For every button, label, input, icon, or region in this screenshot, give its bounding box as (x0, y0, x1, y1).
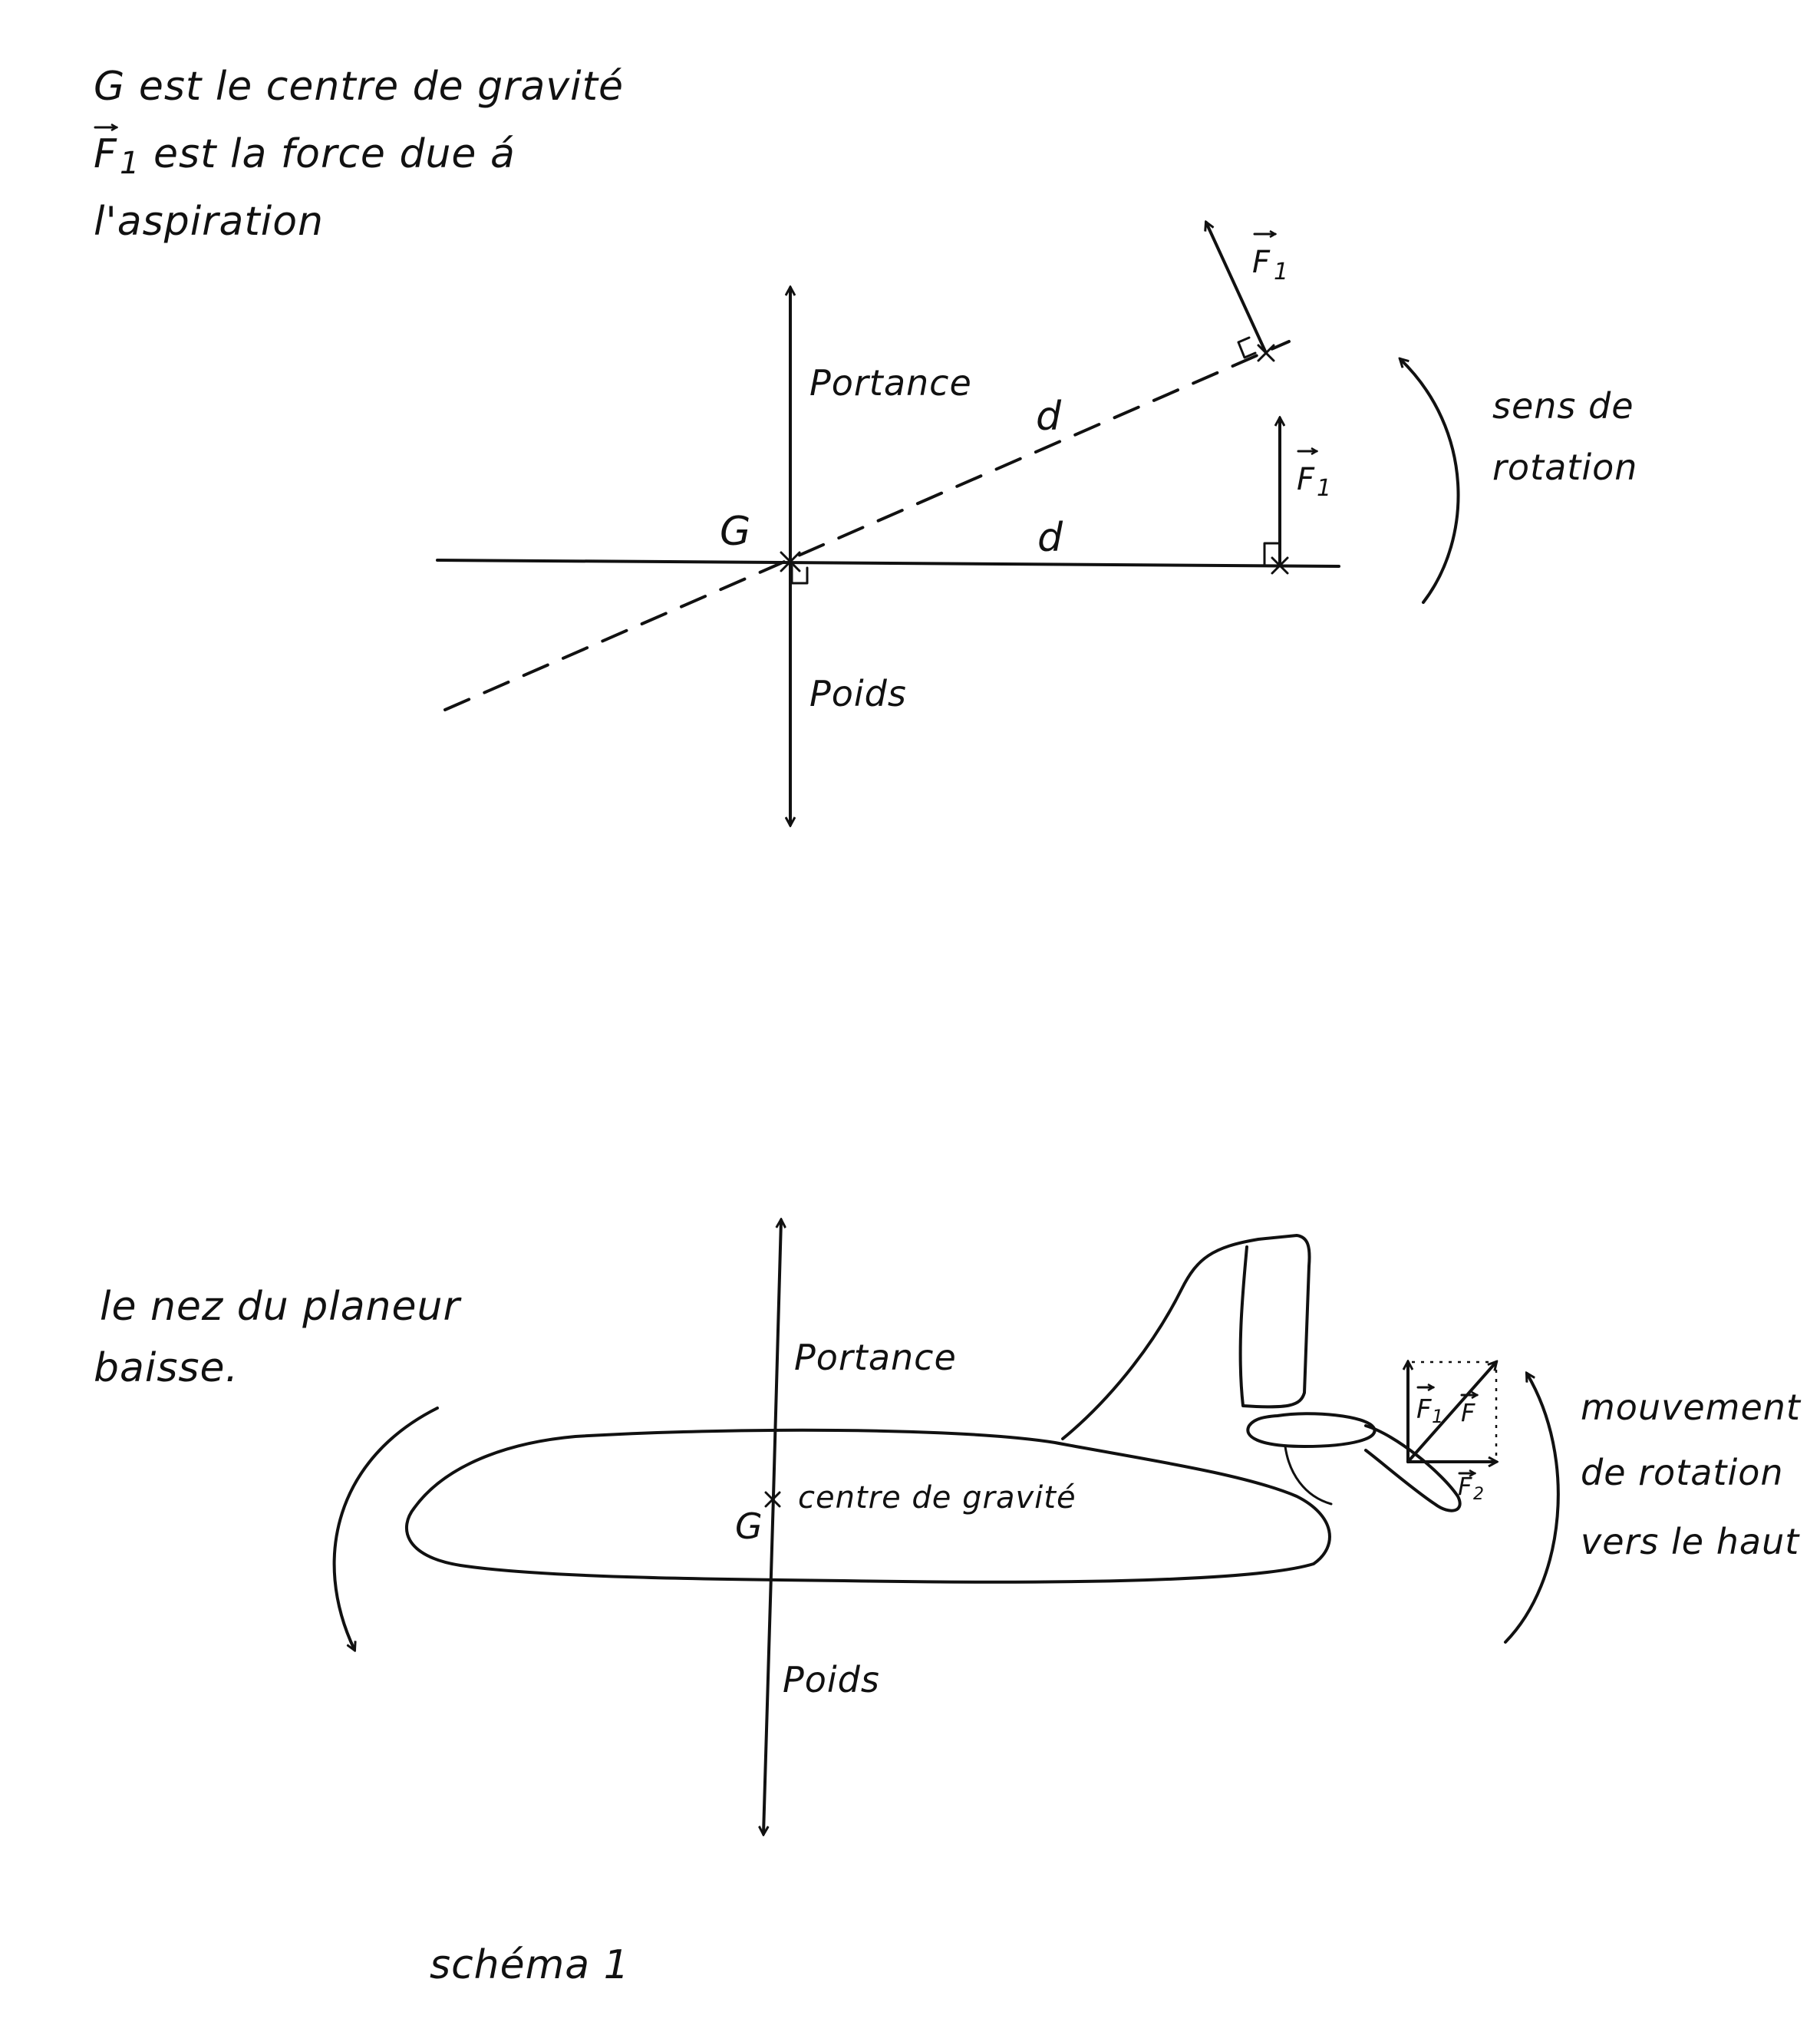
distance-label-dashed: d (1036, 394, 1062, 440)
note-f1-subscript: 1 (120, 146, 140, 181)
force-f2-subscript: 2 (1473, 1485, 1485, 1504)
force-f-label: F (1460, 1395, 1477, 1427)
weight-arrow (763, 1495, 775, 1834)
cg-label: centre de gravité (798, 1480, 1077, 1516)
point-icon (1271, 556, 1289, 575)
force-f-symbol: F (1461, 1398, 1475, 1427)
force-f1-label: F 1 (1416, 1387, 1444, 1427)
rotation-arc-icon (1400, 359, 1460, 604)
dashed-line (443, 340, 1291, 711)
lift-label: Portance (794, 1337, 957, 1378)
movement-label-2: de rotation (1581, 1452, 1784, 1493)
force-f1-tilted-arrow (1206, 223, 1268, 355)
rotation-label-2: rotation (1492, 447, 1637, 488)
force-f1-vertical-symbol: F (1297, 462, 1315, 497)
glider-tail-joint (1284, 1445, 1333, 1506)
nose-note-line-1: le nez du planeur (100, 1284, 462, 1330)
note-f1-symbol: F (94, 131, 117, 177)
force-f1-tilted-subscript: 1 (1274, 259, 1289, 285)
right-angle-icon (1263, 542, 1280, 566)
force-f2-symbol: F (1458, 1472, 1472, 1501)
right-angle-icon (790, 565, 809, 585)
force-f1-tilted-symbol: F (1252, 245, 1271, 280)
rotation-label-1: sens de (1492, 385, 1634, 427)
weight-label: Poids (809, 673, 907, 714)
distance-label-horizontal: d (1037, 515, 1063, 561)
glider-stabilizer (1246, 1412, 1377, 1448)
force-f2-label: F 2 (1458, 1472, 1485, 1504)
force-f1-symbol: F (1416, 1394, 1433, 1425)
force-f1-subscript: 1 (1432, 1406, 1444, 1427)
glider-tail-fin (1061, 1234, 1311, 1440)
g-point-icon (764, 1491, 781, 1508)
nose-down-arc-icon (332, 1407, 439, 1650)
force-f1-tilted-label: F 1 (1252, 234, 1289, 285)
glider-fuselage (404, 1428, 1331, 1584)
force-f-resultant-arrow (1406, 1362, 1496, 1463)
lift-label: Portance (809, 362, 972, 404)
point-icon (1257, 344, 1275, 362)
bottom-diagram: le nez du planeur baisse. Portance Poids… (94, 1220, 1802, 1834)
glider-elevator (1364, 1424, 1462, 1512)
note-line-1: G est le centre de gravité (94, 64, 624, 110)
weight-label: Poids (783, 1659, 880, 1700)
g-point-icon (780, 551, 801, 572)
notes-block: G est le centre de gravité F 1 est la fo… (94, 64, 624, 245)
g-label: G (720, 509, 751, 555)
rotation-up-arc-icon (1504, 1374, 1560, 1644)
force-f1-vertical-label: F 1 (1297, 451, 1332, 502)
note-line-3: l'aspiration (94, 199, 324, 245)
note-line-2: F 1 est la force due á (94, 127, 516, 181)
horizontal-axis (436, 559, 1340, 568)
movement-label-1: mouvement (1581, 1387, 1802, 1428)
parallelogram-guides (1412, 1361, 1498, 1462)
movement-label-3: vers le haut (1581, 1521, 1800, 1562)
nose-note-line-2: baisse. (94, 1345, 239, 1391)
g-label: G (735, 1506, 763, 1547)
right-angle-icon (1237, 336, 1257, 359)
note-line-2-text: est la force due á (153, 131, 516, 177)
lift-arrow (772, 1220, 781, 1498)
caption: schéma 1 (430, 1942, 630, 1988)
top-diagram: Portance Poids G d d F 1 (436, 223, 1637, 825)
force-f1-vertical-subscript: 1 (1317, 475, 1332, 502)
